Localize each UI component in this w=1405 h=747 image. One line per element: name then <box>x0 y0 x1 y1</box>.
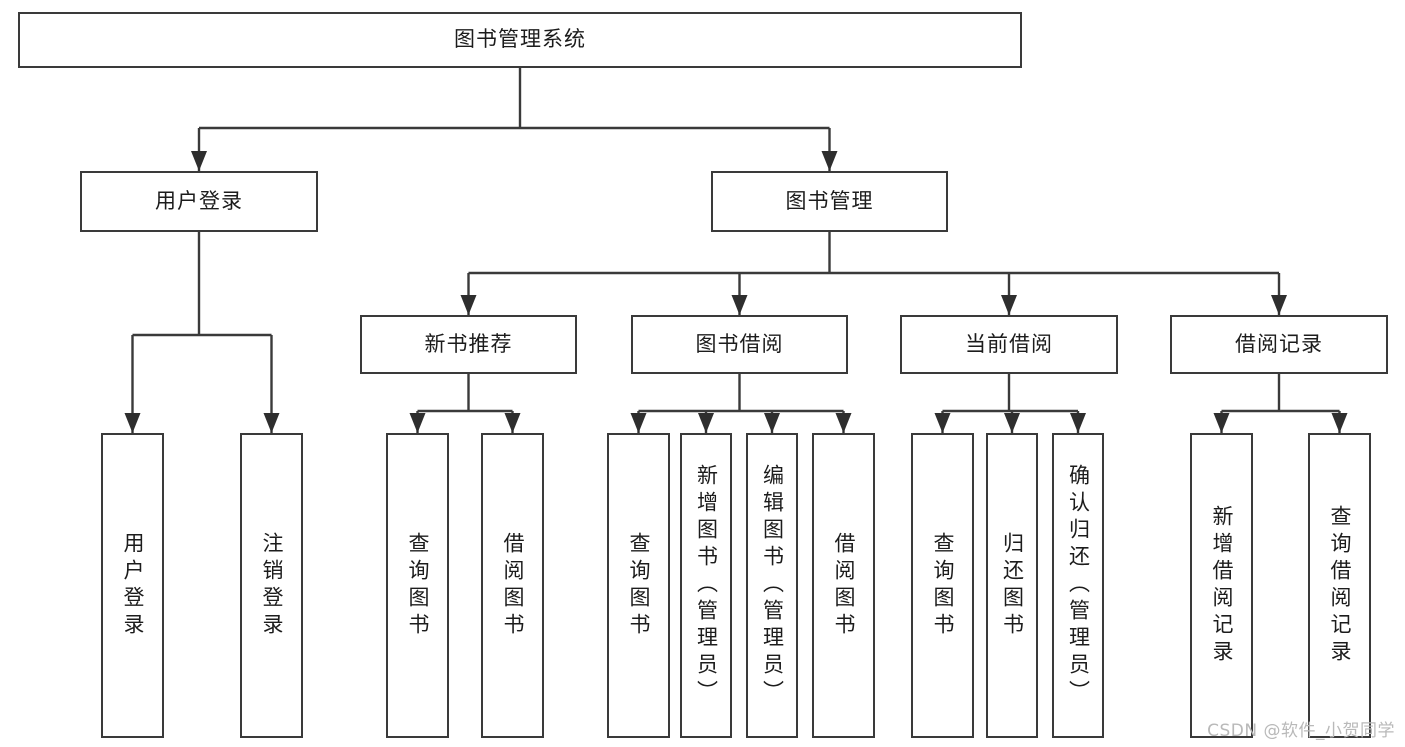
node-borrow-record[interactable]: 借阅记录 <box>1170 315 1388 374</box>
node-label-new-book-recommend: 新书推荐 <box>424 331 513 356</box>
arrow-to-leaf-edit-book-admin <box>764 413 780 433</box>
node-leaf-borrow-book-2[interactable]: 借阅图书 <box>812 433 875 738</box>
arrow-to-leaf-query-borrow-record <box>1331 413 1348 433</box>
node-leaf-return-book[interactable]: 归还图书 <box>986 433 1038 738</box>
arrow-to-leaf-borrow-book-2 <box>835 413 852 433</box>
arrow-to-leaf-borrow-book-1 <box>504 413 521 433</box>
arrow-to-leaf-user-login <box>124 413 141 433</box>
arrow-to-user-login <box>191 151 207 171</box>
arrow-to-leaf-add-book-admin <box>698 413 714 433</box>
arrow-to-current-borrow <box>1001 295 1017 315</box>
arrow-to-leaf-logout <box>263 413 280 433</box>
node-leaf-user-login[interactable]: 用户登录 <box>101 433 164 738</box>
node-label-leaf-query-borrow-record: 查询借阅记录 <box>1328 504 1352 667</box>
arrow-to-leaf-query-book-3 <box>934 413 951 433</box>
node-label-leaf-logout: 注销登录 <box>260 531 284 640</box>
node-label-leaf-edit-book-admin: 编辑图书（管理员） <box>760 464 785 707</box>
node-label-leaf-query-book-2: 查询图书 <box>627 531 651 640</box>
node-user-login[interactable]: 用户登录 <box>80 171 318 232</box>
node-label-book-borrow: 图书借阅 <box>695 331 784 356</box>
arrow-to-leaf-add-borrow-record <box>1213 413 1230 433</box>
arrow-to-new-book-recommend <box>460 295 477 315</box>
node-label-leaf-confirm-return: 确认归还（管理员） <box>1066 464 1091 707</box>
node-new-book-recommend[interactable]: 新书推荐 <box>360 315 577 374</box>
node-label-leaf-borrow-book-2: 借阅图书 <box>832 531 856 640</box>
watermark-text: CSDN @软件_小贺同学 <box>1207 721 1395 741</box>
node-label-leaf-borrow-book-1: 借阅图书 <box>501 531 525 640</box>
node-label-leaf-add-borrow-record: 新增借阅记录 <box>1210 504 1234 667</box>
node-label-root: 图书管理系统 <box>454 27 586 52</box>
node-label-leaf-return-book: 归还图书 <box>1000 531 1025 640</box>
arrow-to-leaf-confirm-return <box>1070 413 1086 433</box>
node-label-user-login: 用户登录 <box>155 188 243 213</box>
node-label-leaf-query-book-3: 查询图书 <box>931 531 955 640</box>
node-leaf-query-borrow-record[interactable]: 查询借阅记录 <box>1308 433 1371 738</box>
node-leaf-add-book-admin[interactable]: 新增图书（管理员） <box>680 433 732 738</box>
node-label-leaf-add-book-admin: 新增图书（管理员） <box>694 464 719 707</box>
node-leaf-add-borrow-record[interactable]: 新增借阅记录 <box>1190 433 1253 738</box>
node-label-book-management: 图书管理 <box>785 188 874 213</box>
node-label-leaf-query-book-1: 查询图书 <box>406 531 430 640</box>
node-leaf-borrow-book-1[interactable]: 借阅图书 <box>481 433 544 738</box>
arrow-to-leaf-query-book-1 <box>409 413 426 433</box>
arrow-to-leaf-return-book <box>1004 413 1020 433</box>
node-current-borrow[interactable]: 当前借阅 <box>900 315 1118 374</box>
arrow-to-borrow-record <box>1271 295 1287 315</box>
arrow-to-book-management <box>821 151 838 171</box>
node-leaf-confirm-return[interactable]: 确认归还（管理员） <box>1052 433 1104 738</box>
arrow-to-book-borrow <box>731 295 748 315</box>
node-leaf-edit-book-admin[interactable]: 编辑图书（管理员） <box>746 433 798 738</box>
node-book-borrow[interactable]: 图书借阅 <box>631 315 848 374</box>
node-leaf-query-book-1[interactable]: 查询图书 <box>386 433 449 738</box>
node-label-leaf-user-login: 用户登录 <box>121 531 145 640</box>
node-root[interactable]: 图书管理系统 <box>18 12 1022 68</box>
node-leaf-query-book-3[interactable]: 查询图书 <box>911 433 974 738</box>
node-label-current-borrow: 当前借阅 <box>965 331 1053 356</box>
node-book-management[interactable]: 图书管理 <box>711 171 948 232</box>
node-label-borrow-record: 借阅记录 <box>1235 331 1323 356</box>
node-leaf-logout[interactable]: 注销登录 <box>240 433 303 738</box>
node-leaf-query-book-2[interactable]: 查询图书 <box>607 433 670 738</box>
arrow-to-leaf-query-book-2 <box>630 413 647 433</box>
